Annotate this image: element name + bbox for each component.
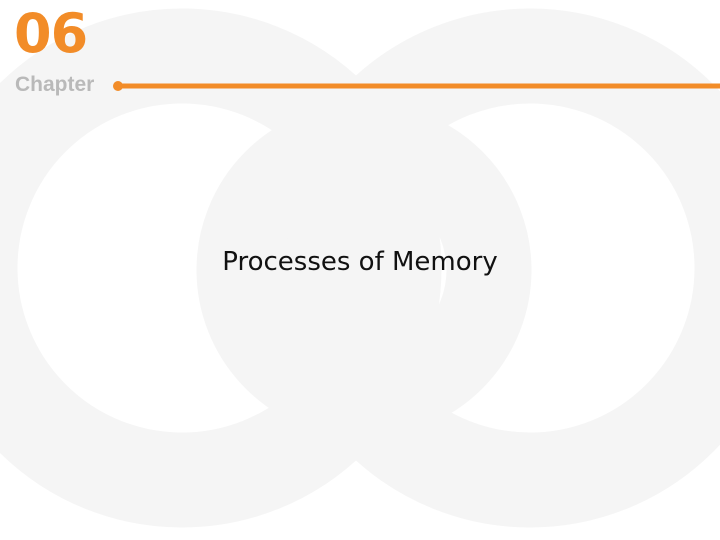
slide-title: Processes of Memory [222, 247, 498, 277]
chapter-number: 06 [14, 2, 88, 65]
ring-left [0, 8, 442, 528]
accent-divider-line [113, 81, 720, 91]
accent-bar [121, 83, 720, 89]
ring-right [270, 8, 720, 528]
ring-center [196, 102, 532, 438]
accent-dot [113, 81, 123, 91]
chapter-label: Chapter [15, 73, 95, 96]
